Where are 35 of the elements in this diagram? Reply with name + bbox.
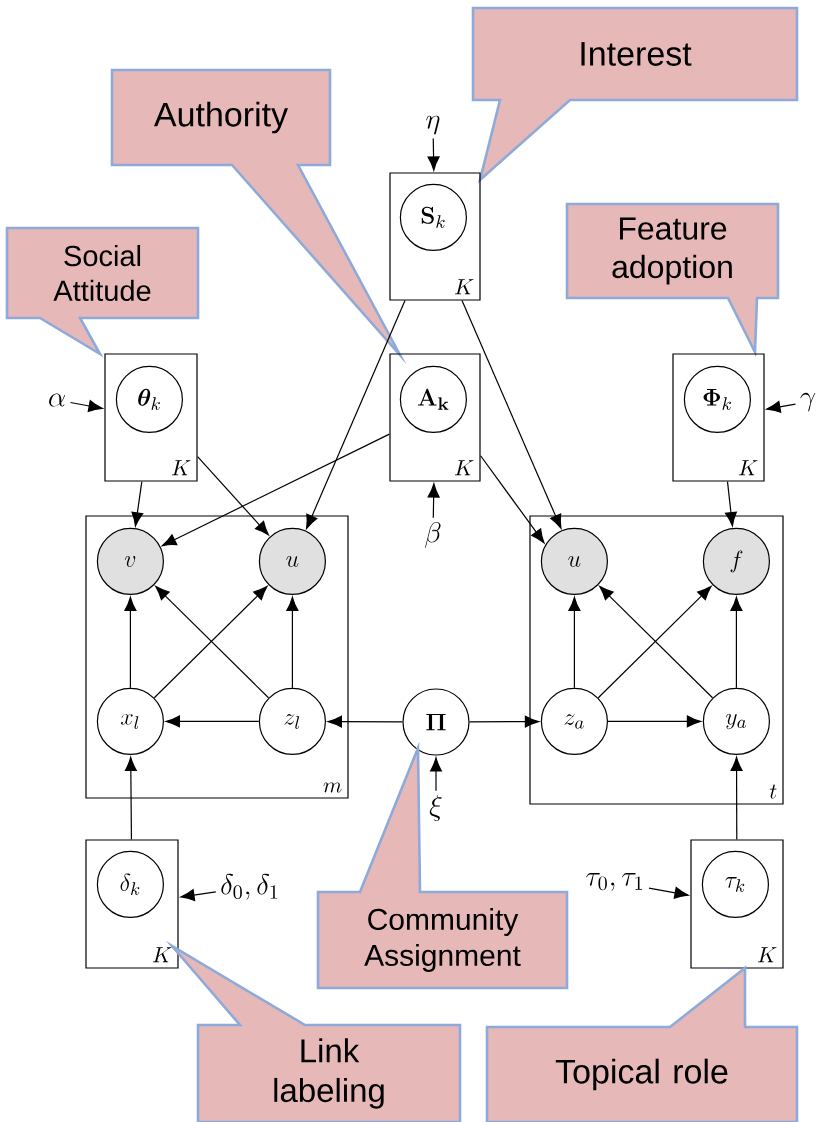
hyperparameter: $\gamma$ [800,392,816,412]
arrow [648,886,689,899]
arrow [180,889,217,902]
arrow [306,300,406,530]
hyperparameter: $\delta_0, \delta_1$ [221,873,278,900]
arrow [124,596,137,689]
callout: Social Attitude [5,226,200,358]
arrow [197,456,269,536]
hyperparameter: $\beta$ [425,521,441,548]
arrow [430,757,442,792]
hyperparameter: $\xi$ [429,795,442,822]
arrow [69,400,103,412]
callout: Topical role [485,965,799,1122]
arrow [730,596,743,689]
arrow [131,481,144,527]
arrow [165,715,260,728]
arrow [427,137,440,171]
arrow [286,596,299,689]
arrow [730,756,743,840]
arrow [124,756,137,840]
hyperparameter: $\eta$ [426,115,440,135]
arrow [568,596,581,689]
arrow [766,400,797,413]
hyperparameter: $\tau_0, \tau_1$ [586,873,642,891]
arrow [327,715,403,728]
arrow [162,433,390,547]
arrow [607,715,702,728]
arrow [469,715,540,728]
callout: Interest [471,6,799,184]
arrow [480,455,545,544]
arrow [461,300,562,529]
hyperparameter: $\alpha$ [49,393,65,407]
arrow [427,483,440,519]
callout: Feature adoption [565,202,780,358]
arrow [725,481,737,527]
